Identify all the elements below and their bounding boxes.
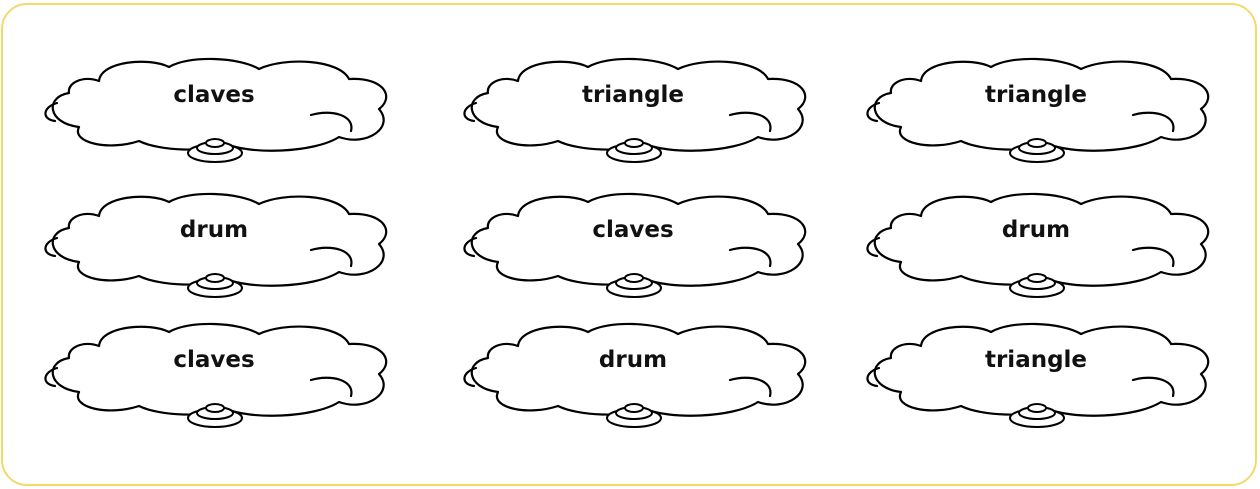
cloud-shape bbox=[866, 322, 1210, 428]
cloud-shape bbox=[463, 322, 807, 428]
cloud-shape bbox=[866, 192, 1210, 298]
cloud-card[interactable]: triangle bbox=[861, 318, 1221, 428]
card-label: claves bbox=[173, 347, 255, 373]
card-label: claves bbox=[592, 217, 674, 243]
cloud-shape bbox=[463, 57, 807, 163]
card-label: triangle bbox=[984, 82, 1088, 108]
cloud-shape bbox=[44, 192, 388, 298]
cloud-card[interactable]: drum bbox=[861, 188, 1221, 298]
cloud-card[interactable]: triangle bbox=[861, 53, 1221, 163]
cloud-shape bbox=[463, 192, 807, 298]
card-label: claves bbox=[173, 82, 255, 108]
cloud-card[interactable]: claves bbox=[458, 188, 818, 298]
cloud-shape bbox=[866, 57, 1210, 163]
cloud-card[interactable]: triangle bbox=[458, 53, 818, 163]
cloud-card[interactable]: drum bbox=[458, 318, 818, 428]
worksheet-frame: claves triangle triangle bbox=[1, 3, 1257, 486]
card-label: triangle bbox=[984, 347, 1088, 373]
card-label: drum bbox=[179, 217, 249, 243]
cloud-card[interactable]: drum bbox=[39, 188, 399, 298]
cloud-shape bbox=[44, 57, 388, 163]
card-label: drum bbox=[598, 347, 668, 373]
card-label: triangle bbox=[581, 82, 685, 108]
card-label: drum bbox=[1001, 217, 1071, 243]
cloud-shape bbox=[44, 322, 388, 428]
cloud-card[interactable]: claves bbox=[39, 53, 399, 163]
cloud-card[interactable]: claves bbox=[39, 318, 399, 428]
